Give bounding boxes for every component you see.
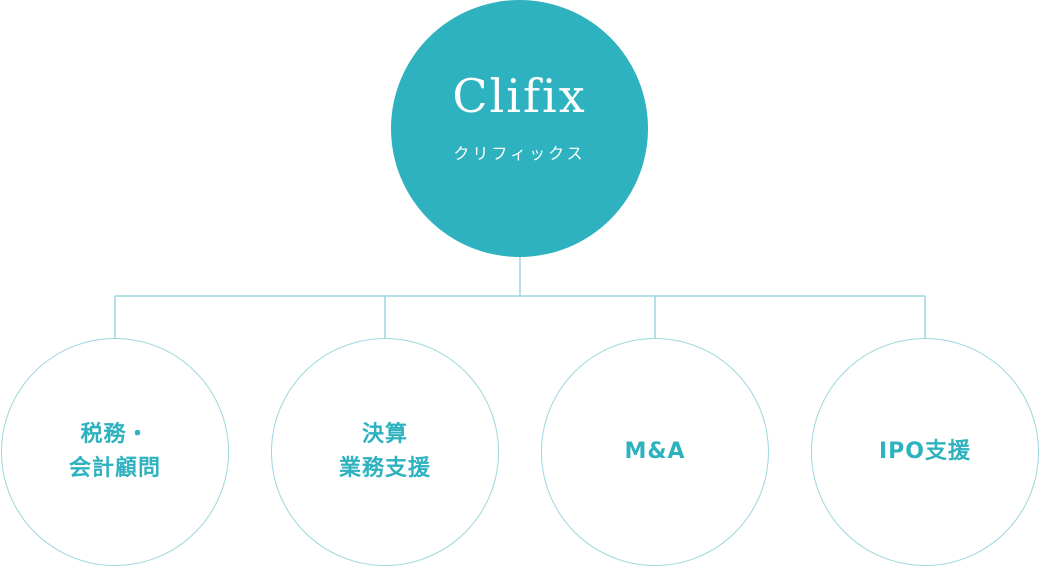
service-node-closing-support: 決算 業務支援 bbox=[271, 338, 499, 566]
service-label-ipo-support: IPO支援 bbox=[878, 438, 971, 464]
root-title: Clifix bbox=[452, 69, 587, 123]
service-node-tax-accounting: 税務・ 会計顧問 bbox=[1, 338, 229, 566]
service-node-ma: M&A bbox=[541, 338, 769, 566]
service-label-tax-accounting: 税務・ 会計顧問 bbox=[68, 421, 161, 481]
service-label-ma: M&A bbox=[624, 438, 686, 464]
service-label-closing-support: 決算 業務支援 bbox=[338, 421, 431, 481]
clifix-root-node: Clifix クリフィックス bbox=[391, 0, 648, 257]
service-node-ipo-support: IPO支援 bbox=[811, 338, 1039, 566]
root-subtitle: クリフィックス bbox=[453, 144, 586, 163]
